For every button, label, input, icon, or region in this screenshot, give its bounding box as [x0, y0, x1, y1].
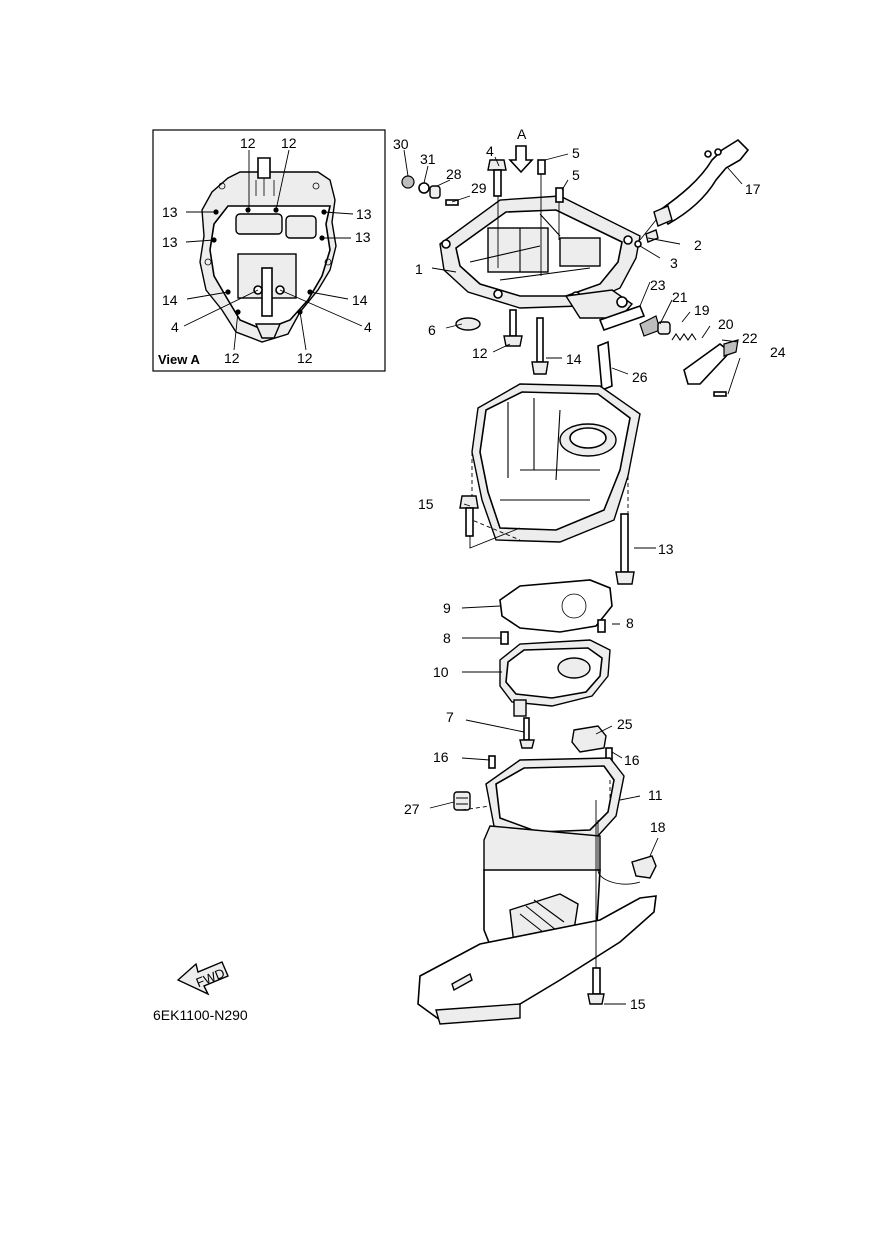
part-callouts: 30 31 28 29 4 5 5 17 2 3 1 23 21 19 20 2…: [393, 136, 786, 1012]
callout: 5: [572, 145, 580, 161]
down-arrow-icon: [508, 145, 534, 174]
callout: 31: [420, 151, 436, 167]
bolt-part-15: [587, 800, 605, 1005]
callout-leader-lines: [403, 149, 743, 1005]
anode-part-18: [631, 855, 657, 879]
plug-parts-28-31: [401, 175, 459, 206]
dowel-part-5: [537, 159, 546, 175]
tube-part-26: [597, 340, 613, 392]
callout: 4: [486, 143, 494, 159]
grommet-part-6: [455, 317, 481, 331]
dowel-part-8: [597, 619, 606, 633]
callout: 30: [393, 136, 409, 152]
bolt-part-4: [487, 159, 507, 268]
linkage-parts-19-24: [639, 315, 739, 397]
callout: 19: [694, 302, 710, 318]
dowel-part-5: [555, 187, 564, 203]
view-a-callout: 14: [352, 292, 368, 308]
fwd-label: FWD: [194, 965, 227, 990]
view-a-callout: 13: [356, 206, 372, 222]
callout: 22: [742, 330, 758, 346]
view-a-label: View A: [158, 352, 201, 367]
seal-part-25: [571, 725, 607, 753]
view-a-inset: 12 12 13 13 13 13 14 14 4 4 12 12 View A: [152, 129, 386, 372]
callout: 7: [446, 709, 454, 725]
bolt-part-13: [615, 513, 635, 585]
callout: 8: [443, 630, 451, 646]
drawing-code: 6EK1100-N290: [153, 1007, 248, 1023]
callout: 9: [443, 600, 451, 616]
callout: 24: [770, 344, 786, 360]
view-a-callout: 13: [355, 229, 371, 245]
callout: 5: [572, 167, 580, 183]
callout: 25: [617, 716, 633, 732]
view-a-callout: 4: [171, 319, 179, 335]
callout: 20: [718, 316, 734, 332]
exhaust-guide: [471, 383, 641, 543]
view-a-callout: 13: [162, 204, 178, 220]
callout: 12: [472, 345, 488, 361]
view-a-callout: 13: [162, 234, 178, 250]
fwd-arrow-icon: [176, 961, 229, 996]
callout: 27: [404, 801, 420, 817]
callout: 18: [650, 819, 666, 835]
callout: 11: [648, 787, 663, 803]
callout: 15: [418, 496, 434, 512]
gasket-part-9: [499, 579, 613, 633]
callout: 21: [672, 289, 688, 305]
upper-casing-part-11: [417, 757, 657, 1025]
callout: 10: [433, 664, 449, 680]
view-a-callout: 4: [364, 319, 372, 335]
fwd-arrow: FWD: [176, 961, 229, 996]
callout: 13: [658, 541, 674, 557]
exhaust-plate-part-10: [499, 639, 611, 717]
callout: 29: [471, 180, 487, 196]
washer-part-3: [634, 240, 642, 248]
bushing-part-27: [453, 791, 471, 811]
callout: 28: [446, 166, 462, 182]
callout: 26: [632, 369, 648, 385]
callout: 6: [428, 322, 436, 338]
callout: 3: [670, 255, 678, 271]
callout: 17: [745, 181, 761, 197]
callout: 16: [433, 749, 449, 765]
callout: 1: [415, 261, 423, 277]
screw-part-2: [645, 229, 659, 243]
bolt-part-14: [531, 317, 549, 375]
view-arrow-label: A: [517, 126, 527, 142]
callout: 23: [650, 277, 666, 293]
callout: 16: [624, 752, 640, 768]
callout: 14: [566, 351, 582, 367]
callout: 8: [626, 615, 634, 631]
dowel-part-16: [488, 755, 496, 769]
view-a-bolt-holes: [204, 182, 332, 315]
view-a-callout: 12: [297, 350, 313, 366]
gasket-part-23: [598, 304, 646, 332]
callout: 2: [694, 237, 702, 253]
callout: 15: [630, 996, 646, 1012]
upper-casing-part-1: [439, 195, 641, 319]
screw-part-7: [519, 717, 535, 749]
view-a-callout: 12: [240, 135, 256, 151]
view-a-callout: 12: [281, 135, 297, 151]
view-a-arrow: A: [508, 126, 534, 174]
view-a-callout: 14: [162, 292, 178, 308]
hose-part-17: [639, 138, 750, 241]
dowel-part-8: [500, 631, 509, 645]
view-a-callout: 12: [224, 350, 240, 366]
bolt-part-15: [459, 495, 521, 549]
bolt-part-12: [503, 309, 523, 347]
